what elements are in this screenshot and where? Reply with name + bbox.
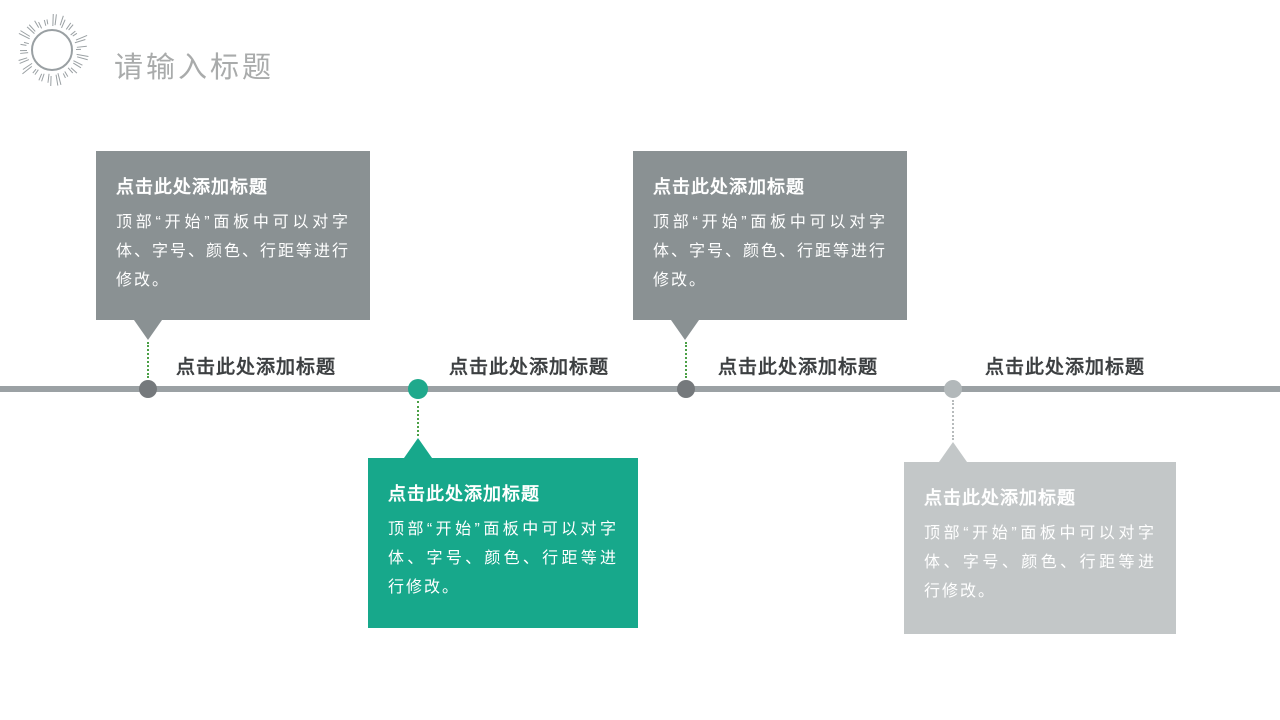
callout-box-4[interactable]: 点击此处添加标题 顶部“开始”面板中可以对字体、字号、颜色、行距等进行修改。 bbox=[904, 462, 1176, 634]
timeline-dot-4 bbox=[944, 380, 962, 398]
callout-pointer-3 bbox=[671, 320, 699, 340]
callout-title: 点击此处添加标题 bbox=[116, 177, 268, 197]
callout-pointer-4 bbox=[939, 442, 967, 462]
callout-body: 顶部“开始”面板中可以对字体、字号、颜色、行距等进行修改。 bbox=[116, 214, 351, 289]
callout-title: 点击此处添加标题 bbox=[653, 177, 805, 197]
timeline-line bbox=[0, 386, 1280, 392]
callout-pointer-1 bbox=[134, 320, 162, 340]
callout-box-2[interactable]: 点击此处添加标题 顶部“开始”面板中可以对字体、字号、颜色、行距等进行修改。 bbox=[368, 458, 638, 628]
callout-box-3[interactable]: 点击此处添加标题 顶部“开始”面板中可以对字体、字号、颜色、行距等进行修改。 bbox=[633, 151, 907, 320]
timeline-label-2[interactable]: 点击此处添加标题 bbox=[449, 357, 610, 378]
callout-body: 顶部“开始”面板中可以对字体、字号、颜色、行距等进行修改。 bbox=[924, 525, 1156, 600]
connector-dotted-line-4 bbox=[952, 400, 954, 440]
timeline-dot-2 bbox=[408, 379, 428, 399]
connector-dotted-line-3 bbox=[685, 342, 687, 378]
timeline-label-1[interactable]: 点击此处添加标题 bbox=[176, 357, 337, 378]
timeline-dot-1 bbox=[139, 380, 157, 398]
page-title[interactable]: 请输入标题 bbox=[114, 52, 275, 84]
timeline-label-4[interactable]: 点击此处添加标题 bbox=[985, 357, 1146, 378]
callout-box-1[interactable]: 点击此处添加标题 顶部“开始”面板中可以对字体、字号、颜色、行距等进行修改。 bbox=[96, 151, 370, 320]
timeline-label-3[interactable]: 点击此处添加标题 bbox=[718, 357, 879, 378]
connector-dotted-line-2 bbox=[417, 401, 419, 436]
callout-body: 顶部“开始”面板中可以对字体、字号、颜色、行距等进行修改。 bbox=[653, 214, 888, 289]
callout-pointer-2 bbox=[404, 438, 432, 458]
callout-title: 点击此处添加标题 bbox=[924, 488, 1076, 508]
timeline-dot-3 bbox=[677, 380, 695, 398]
callout-body: 顶部“开始”面板中可以对字体、字号、颜色、行距等进行修改。 bbox=[388, 521, 618, 596]
callout-title: 点击此处添加标题 bbox=[388, 484, 540, 504]
sun-logo-icon bbox=[18, 14, 89, 86]
connector-dotted-line-1 bbox=[147, 342, 149, 378]
